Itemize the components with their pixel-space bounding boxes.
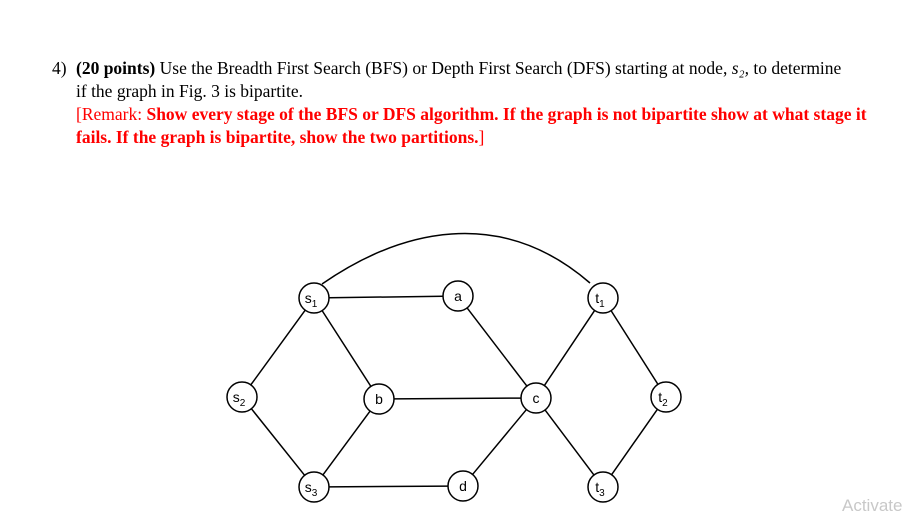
remark: [Remark: Show every stage of the BFS or …: [52, 103, 902, 149]
node-t1-circle: [587, 282, 619, 314]
node-d-circle: [447, 470, 479, 502]
remark-text: Show every stage of the BFS or DFS algor…: [76, 104, 867, 147]
edge-s3-d: [328, 485, 449, 488]
node-t2-label: t2: [658, 389, 668, 409]
node-s2: s2: [226, 381, 258, 413]
question-text-before-node: Use the Breadth First Search (BFS) or De…: [159, 58, 728, 78]
node-c-label: c: [533, 390, 540, 406]
graph-edges: [250, 232, 659, 488]
node-s2-label: s2: [233, 389, 246, 409]
node-t2-circle: [650, 381, 682, 413]
edge-s1-t1: [321, 232, 591, 285]
node-b: b: [363, 383, 395, 415]
node-c: c: [520, 382, 552, 414]
edge-s1-a: [328, 295, 444, 299]
node-t1: t1: [587, 282, 619, 314]
edge-t1-t2: [610, 310, 659, 385]
node-s1-circle: [298, 282, 330, 314]
node-t3-label: t3: [595, 479, 605, 499]
edge-a-c: [466, 307, 528, 387]
node-b-circle: [363, 383, 395, 415]
node-a: a: [442, 280, 474, 312]
node-s1: s1: [298, 282, 330, 314]
node-t3: t3: [587, 471, 619, 503]
edge-c-t3: [544, 409, 595, 476]
node-s3-label: s3: [305, 479, 318, 499]
remark-open: [Remark:: [76, 104, 143, 124]
node-a-label: a: [454, 288, 462, 304]
node-t2: t2: [650, 381, 682, 413]
question-number: 4): [52, 58, 67, 78]
question-text-after-node: to determine: [753, 58, 842, 78]
node-s1-label: s1: [305, 290, 318, 310]
edge-b-c: [393, 397, 522, 400]
question-points: (20 points): [76, 58, 156, 78]
node-t3-circle: [587, 471, 619, 503]
node-s2-circle: [226, 381, 258, 413]
node-t1-label: t1: [595, 290, 605, 310]
question-line-2: if the graph in Fig. 3 is bipartite.: [76, 81, 303, 101]
node-d-label: d: [459, 478, 467, 494]
question-text: 4) (20 points) Use the Breadth First Sea…: [52, 57, 902, 149]
node-c-circle: [520, 382, 552, 414]
start-node: s₂,: [731, 58, 749, 78]
edge-s2-s3: [250, 408, 306, 476]
activate-watermark: Activate: [842, 496, 903, 515]
edge-s1-s2: [250, 309, 306, 386]
node-b-label: b: [375, 391, 383, 407]
edge-s1-b: [321, 310, 372, 387]
node-d: d: [447, 470, 479, 502]
node-s3-circle: [298, 471, 330, 503]
edge-t3-t2: [610, 408, 659, 476]
edge-c-t1: [543, 310, 596, 386]
remark-close: ]: [478, 127, 485, 147]
node-a-circle: [442, 280, 474, 312]
node-s3: s3: [298, 471, 330, 503]
question-line: 4) (20 points) Use the Breadth First Sea…: [52, 57, 902, 103]
edge-d-c: [471, 409, 528, 475]
edge-s3-b: [322, 410, 371, 476]
graph-nodes: s1 s2 s3 a b c d t1 t2 t3: [226, 280, 682, 503]
